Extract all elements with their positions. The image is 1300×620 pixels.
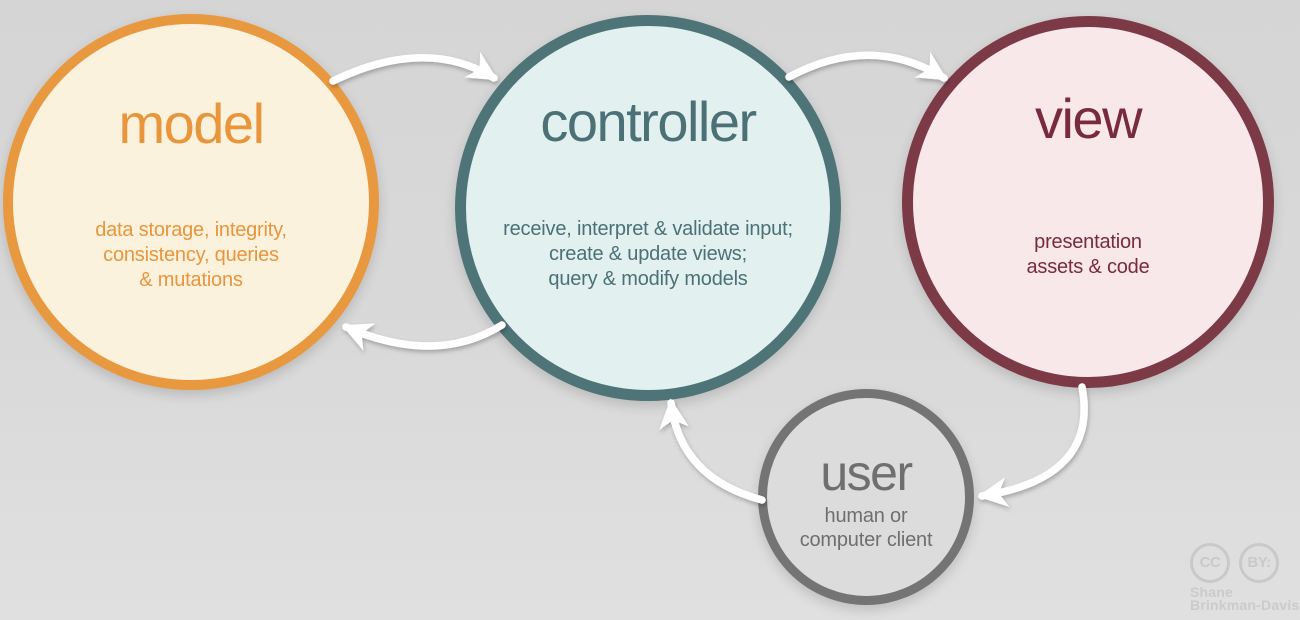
controller-description-line: query & modify models (548, 268, 748, 290)
model-description-line: data storage, integrity, (95, 219, 287, 241)
arrow-model-to-controller (329, 51, 498, 85)
model-circle (3, 14, 379, 390)
author-last-name: Brinkman-Davis (1190, 597, 1300, 613)
license-watermark: CC BY: Shane Brinkman-Davis (1190, 543, 1300, 612)
controller-circle (455, 15, 841, 401)
arrow-view-to-user (977, 383, 1088, 507)
arrow-controller-to-model (341, 321, 506, 351)
user-description-line: computer client (799, 529, 933, 551)
user-description: human or computer client (758, 504, 974, 552)
arrow-controller-to-view (785, 51, 948, 82)
user-description-line: human or (824, 505, 908, 527)
cc-icon: CC (1190, 543, 1230, 583)
controller-description-line: create & update views; (549, 243, 747, 265)
view-description-line: assets & code (1026, 256, 1150, 278)
model-description-line: & mutations (139, 269, 243, 291)
view-description-line: presentation (1034, 231, 1142, 253)
view-description: presentation assets & code (902, 230, 1274, 280)
model-description: data storage, integrity, consistency, qu… (3, 218, 379, 293)
controller-description: receive, interpret & validate input; cre… (455, 217, 841, 292)
view-title: view (1034, 87, 1143, 150)
controller-description-line: receive, interpret & validate input; (503, 218, 793, 240)
model-title: model (118, 92, 265, 155)
author-first-name: Shane (1190, 584, 1234, 600)
arrow-user-to-controller (659, 398, 766, 504)
model-description-line: consistency, queries (103, 244, 279, 266)
user-title: user (820, 445, 913, 501)
view-circle (902, 16, 1274, 388)
cc-by-icon: BY: (1239, 543, 1279, 583)
controller-title: controller (540, 90, 757, 153)
author-credit: Shane Brinkman-Davis (1190, 584, 1300, 613)
